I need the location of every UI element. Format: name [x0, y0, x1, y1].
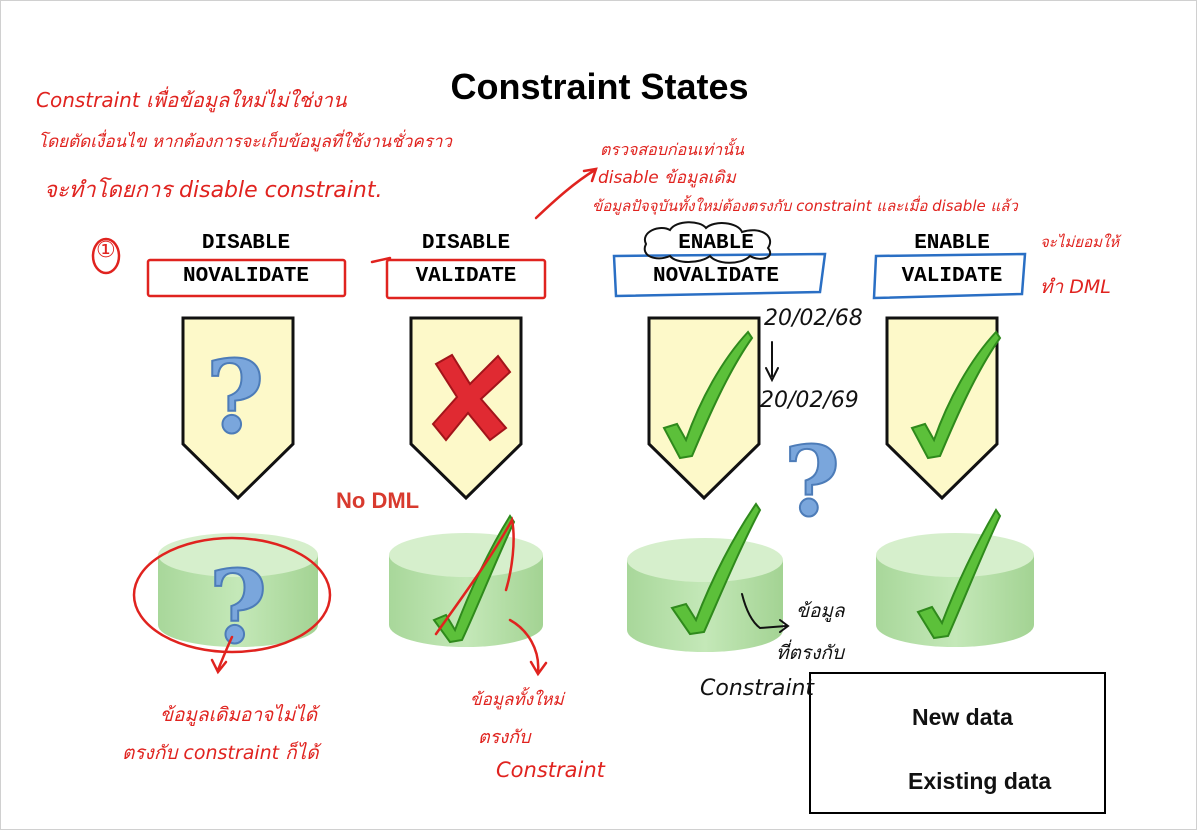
question-mark-icon-2: ?	[208, 547, 269, 667]
legend-new-data-label: New data	[912, 704, 1013, 730]
legend-box	[809, 672, 1106, 814]
annotation-col2-note-3: Constraint	[496, 758, 605, 782]
annotation-enable-nov-2: disable ข้อมูลเดิม	[598, 168, 736, 188]
annotation-right-1: จะไม่ยอมให้	[1040, 233, 1120, 251]
svg-text:?: ?	[209, 548, 268, 666]
ink-box-state-1	[146, 258, 347, 298]
state-1-top-label: DISABLE	[201, 232, 291, 255]
ink-cloud-enable	[643, 221, 771, 264]
check-mark-icon-new-3	[662, 330, 754, 460]
svg-text:?: ?	[206, 338, 265, 456]
legend-existing-data-label: Existing data	[908, 768, 1052, 794]
ink-box-state-4	[872, 252, 1027, 300]
annotation-enable-nov-3: ข้อมูลปัจจุบันทั้งใหม่ต้องตรงกับ constra…	[592, 197, 1018, 215]
cross-mark-icon	[431, 353, 512, 442]
state-3-bottom-label: NOVALIDATE	[652, 265, 780, 288]
annotation-top-left-2: โดยตัดเงื่อนไข หากต้องการจะเก็บข้อมูลที่…	[38, 132, 452, 152]
annotation-col3-note-1: ข้อมูล	[796, 600, 845, 622]
state-2-bottom-label: VALIDATE	[415, 265, 517, 288]
annotation-date-2: 20/02/69	[760, 388, 859, 413]
state-4-top-label: ENABLE	[914, 232, 990, 255]
ink-scribble-col2	[434, 516, 515, 636]
state-1-bottom-label: NOVALIDATE	[182, 265, 310, 288]
annotation-marker-1: ①	[96, 238, 116, 263]
slide-title: Constraint States	[450, 66, 749, 107]
annotation-col1-note-2: ตรงกับ constraint ก็ได้	[122, 742, 319, 764]
svg-text:?: ?	[784, 425, 840, 538]
annotation-top-left-1: Constraint เพื่อข้อมูลใหม่ไม่ใช่งาน	[36, 88, 347, 112]
ink-circle-existing-1	[132, 536, 332, 654]
check-mark-icon-existing-4	[916, 508, 1002, 640]
check-mark-icon-existing-3	[670, 502, 762, 636]
ink-arrow-col2	[508, 618, 548, 677]
ink-bracket-col3	[741, 593, 790, 633]
annotation-enable-nov-1: ตรวจสอบก่อนเท่านั้น	[600, 140, 744, 159]
annotation-top-left-3: จะทำโดยการ disable constraint.	[44, 178, 383, 203]
annotation-col3-note-2: ที่ตรงกับ	[776, 642, 844, 664]
ink-dash	[370, 256, 392, 264]
ink-circle-marker	[91, 237, 121, 275]
annotation-col2-note-2: ตรงกับ	[478, 727, 531, 748]
state-4-bottom-label: VALIDATE	[901, 265, 1003, 288]
shield-icon-1	[181, 316, 295, 501]
annotation-col1-note-1: ข้อมูลเดิมอาจไม่ได้	[160, 704, 318, 726]
state-3-top-label: ENABLE	[678, 232, 754, 255]
annotation-col3-note-3: Constraint	[700, 676, 815, 701]
check-mark-icon-new-4	[910, 330, 1002, 460]
ink-arrow-dates	[765, 341, 779, 383]
shield-icon-4	[885, 316, 999, 501]
ink-arrow-col1	[210, 635, 234, 675]
annotation-right-2: ทำ DML	[1040, 276, 1111, 298]
no-dml-label: No DML	[336, 488, 420, 513]
annotation-date-1: 20/02/68	[764, 306, 863, 331]
ink-box-state-2	[385, 258, 547, 300]
state-2-top-label: DISABLE	[421, 232, 511, 255]
annotation-col2-note-1: ข้อมูลทั้งใหม่	[470, 690, 564, 710]
ink-box-state-3	[612, 252, 827, 298]
question-mark-icon-3: ?	[783, 424, 841, 539]
question-mark-icon-1: ?	[205, 337, 266, 457]
ink-arrow-top	[534, 167, 598, 220]
cylinder-icon-3	[627, 538, 783, 652]
